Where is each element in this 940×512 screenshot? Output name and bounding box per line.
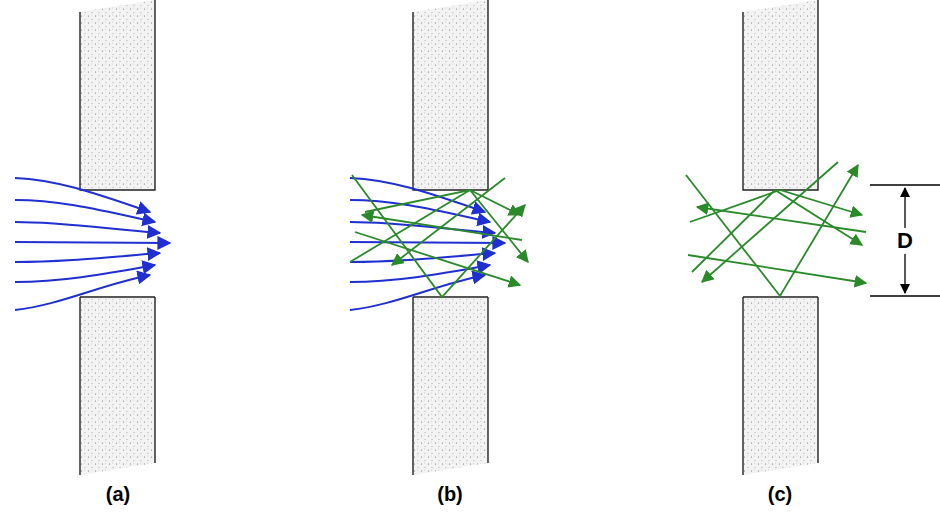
dimension-line	[870, 185, 940, 296]
wall	[743, 0, 818, 475]
panel-label: (b)	[437, 483, 463, 505]
streamlines	[350, 178, 505, 310]
panel-label: (a)	[106, 483, 130, 505]
molecular-paths	[686, 162, 866, 296]
wall	[80, 0, 155, 475]
streamlines	[15, 178, 170, 310]
molecular-paths	[350, 175, 528, 297]
panel-label: (c)	[768, 483, 792, 505]
dimension-label: D	[894, 228, 916, 254]
wall	[413, 0, 488, 475]
